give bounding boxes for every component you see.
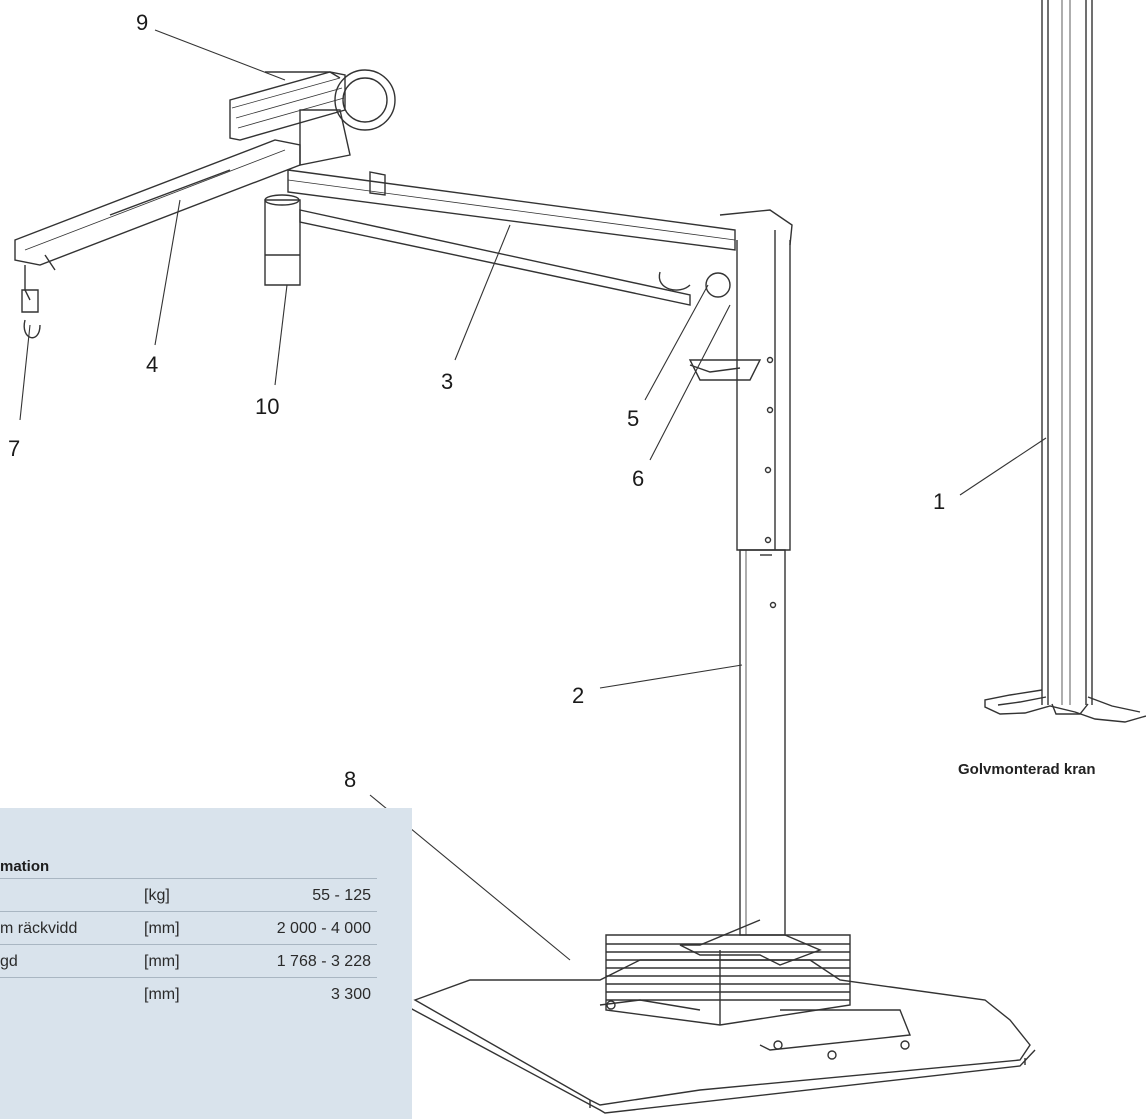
callout-6: 6 <box>632 466 645 491</box>
spec-unit: [mm] <box>144 986 180 1003</box>
spec-value: 2 000 - 4 000 <box>276 920 371 937</box>
spec-row-length: gd [mm] 1 768 - 3 228 <box>0 944 377 977</box>
callout-9: 9 <box>136 10 149 35</box>
spec-row-reach: m räckvidd [mm] 2 000 - 4 000 <box>0 911 377 944</box>
spec-panel-title: mation <box>0 858 50 875</box>
spec-unit: [mm] <box>144 920 180 937</box>
spec-value: 3 300 <box>330 986 371 1003</box>
spec-row-height: [mm] 3 300 <box>0 977 377 1010</box>
callout-4: 4 <box>146 352 159 377</box>
callout-3: 3 <box>441 369 454 394</box>
crane-mast <box>679 209 822 966</box>
leader-lines <box>19 29 1047 961</box>
spec-row-capacity: [kg] 55 - 125 <box>0 878 377 911</box>
figure-caption: Golvmonterad kran <box>958 761 1096 778</box>
spec-table: [kg] 55 - 125 m räckvidd [mm] 2 000 - 4 … <box>0 878 377 1010</box>
spec-unit: [kg] <box>144 887 170 904</box>
floor-plate <box>409 959 1036 1114</box>
callout-2: 2 <box>572 683 585 708</box>
callout-1: 1 <box>933 489 946 514</box>
callout-10: 10 <box>255 394 280 419</box>
spec-unit: [mm] <box>144 953 180 970</box>
callout-7: 7 <box>8 436 21 461</box>
hoist-drive-unit <box>229 69 396 286</box>
spec-label: m räckvidd <box>0 920 78 937</box>
specification-panel: mation [kg] 55 - 125 m räckvidd [mm] 2 0… <box>0 808 412 1119</box>
spec-value: 1 768 - 3 228 <box>276 953 371 970</box>
callout-8: 8 <box>344 767 357 792</box>
floor-mounted-crane-pillar <box>984 0 1146 723</box>
callout-5: 5 <box>627 406 640 431</box>
spec-value: 55 - 125 <box>312 887 371 904</box>
main-boom <box>287 169 762 381</box>
counterweight-stack <box>599 934 911 1060</box>
spec-label: gd <box>0 953 18 970</box>
outer-arm <box>14 139 301 339</box>
